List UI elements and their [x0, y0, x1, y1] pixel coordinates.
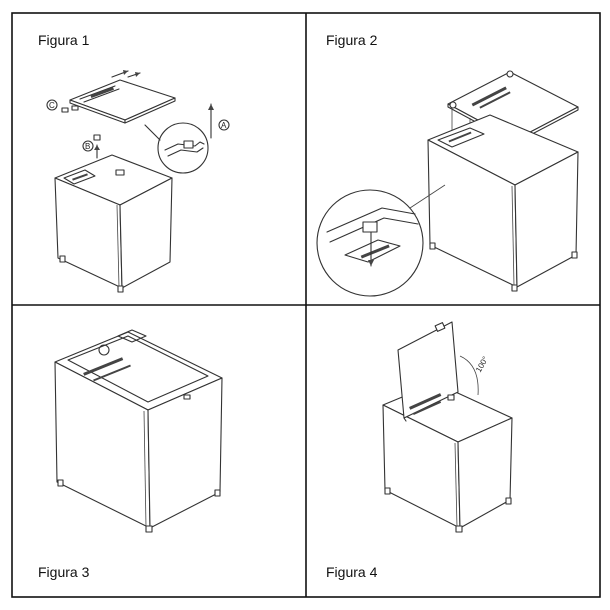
figure-1-lid — [69, 79, 176, 124]
figure-2-cabinet — [427, 114, 579, 292]
figure-2-label: Figura 2 — [326, 32, 378, 48]
angle-label: 100° — [474, 355, 490, 374]
svg-text:C: C — [49, 101, 55, 110]
figure-3-cabinet — [54, 329, 223, 533]
figure-1-panel: Figura 1 C B — [38, 32, 230, 293]
figure-3-label: Figura 3 — [38, 564, 90, 580]
callout-b: B — [82, 134, 101, 159]
callout-c: C — [46, 99, 79, 113]
svg-text:A: A — [221, 121, 227, 130]
figure-4-label: Figura 4 — [326, 564, 378, 580]
figure-3-panel: Figura 3 — [38, 329, 223, 580]
figure-2-detail-zoom — [316, 184, 446, 297]
figure-1-detail-zoom — [144, 122, 209, 174]
figure-4-panel: Figura 4 100° — [326, 321, 513, 580]
figure-1-label: Figura 1 — [38, 32, 90, 48]
figure-2-panel: Figura 2 — [316, 32, 579, 297]
figure-1-cabinet — [54, 154, 173, 293]
figure-4-cabinet: 100° — [382, 321, 513, 533]
svg-text:B: B — [85, 142, 90, 151]
callout-a: A — [208, 103, 230, 139]
